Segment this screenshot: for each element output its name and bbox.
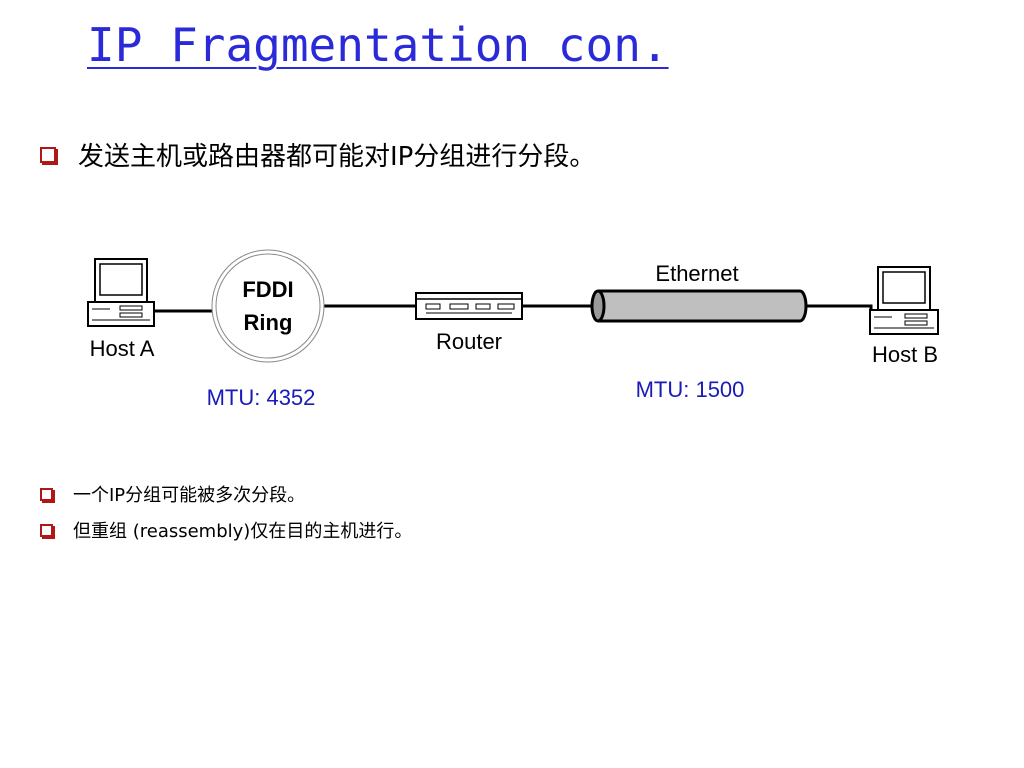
router-label: Router — [436, 329, 502, 354]
fddi-label-line2: Ring — [244, 310, 293, 335]
fddi-label-line1: FDDI — [242, 277, 293, 302]
fddi-ring-icon — [211, 249, 325, 363]
host-a-label: Host A — [90, 336, 155, 361]
ethernet-cable-icon — [590, 289, 808, 323]
bullet-item-3: 但重组 (reassembly)仅在目的主机进行。 — [40, 517, 412, 543]
bullet-square-icon — [40, 487, 53, 501]
host-a-computer-icon — [87, 258, 155, 327]
bullet-item-1: 发送主机或路由器都可能对IP分组进行分段。 — [40, 136, 595, 173]
bullet-text: 一个IP分组可能被多次分段。 — [73, 485, 306, 506]
mtu-ethernet-label: MTU: 1500 — [636, 377, 745, 402]
bullet-text: 发送主机或路由器都可能对IP分组进行分段。 — [78, 142, 596, 172]
host-b-label: Host B — [872, 342, 938, 367]
router-icon — [415, 292, 523, 320]
bullet-item-2: 一个IP分组可能被多次分段。 — [40, 481, 305, 507]
slide-title: IP Fragmentation con. — [87, 18, 669, 72]
mtu-fddi-label: MTU: 4352 — [207, 385, 316, 410]
ethernet-label: Ethernet — [655, 261, 738, 286]
bullet-square-icon — [40, 523, 53, 537]
host-b-computer-icon — [869, 266, 939, 335]
link-ethernet-hostb — [804, 304, 873, 320]
bullet-text: 但重组 (reassembly)仅在目的主机进行。 — [73, 521, 413, 542]
bullet-square-icon — [40, 146, 56, 163]
